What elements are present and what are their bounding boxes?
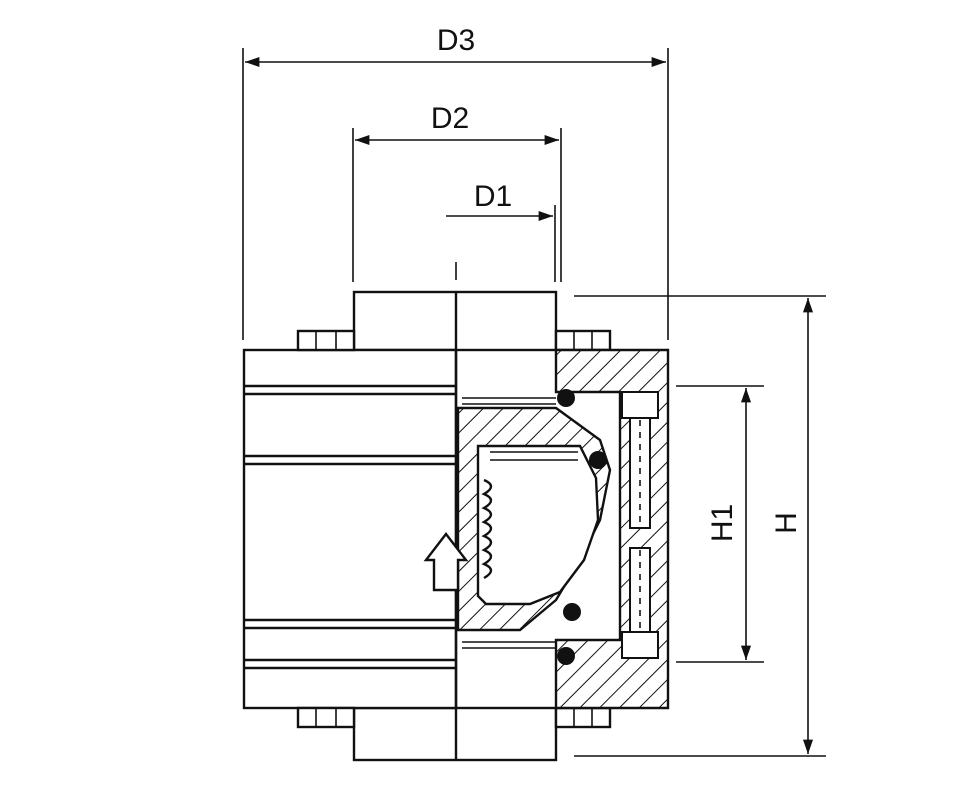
d2-label: D2 xyxy=(431,102,469,135)
o-rings xyxy=(557,389,607,665)
bottom-left-nut xyxy=(296,706,356,729)
top-right-nut xyxy=(554,329,612,352)
spring-icon xyxy=(481,478,493,580)
dimension-h: H xyxy=(574,295,826,757)
dimension-d1: D1 xyxy=(446,180,556,282)
dimension-d3: D3 xyxy=(242,24,669,340)
h1-label: H1 xyxy=(706,504,739,542)
section-bolts xyxy=(621,391,659,659)
d3-label: D3 xyxy=(437,24,475,57)
valve-body-exterior xyxy=(242,290,558,762)
top-left-nut xyxy=(296,329,356,352)
h-label: H xyxy=(770,512,803,534)
flow-direction-arrow-icon xyxy=(423,532,469,592)
dimension-h1: H1 xyxy=(676,385,764,663)
bottom-right-nut xyxy=(554,706,612,729)
valve-body-section xyxy=(454,292,670,760)
d1-label: D1 xyxy=(474,180,512,213)
dimension-d2: D2 xyxy=(352,102,562,282)
